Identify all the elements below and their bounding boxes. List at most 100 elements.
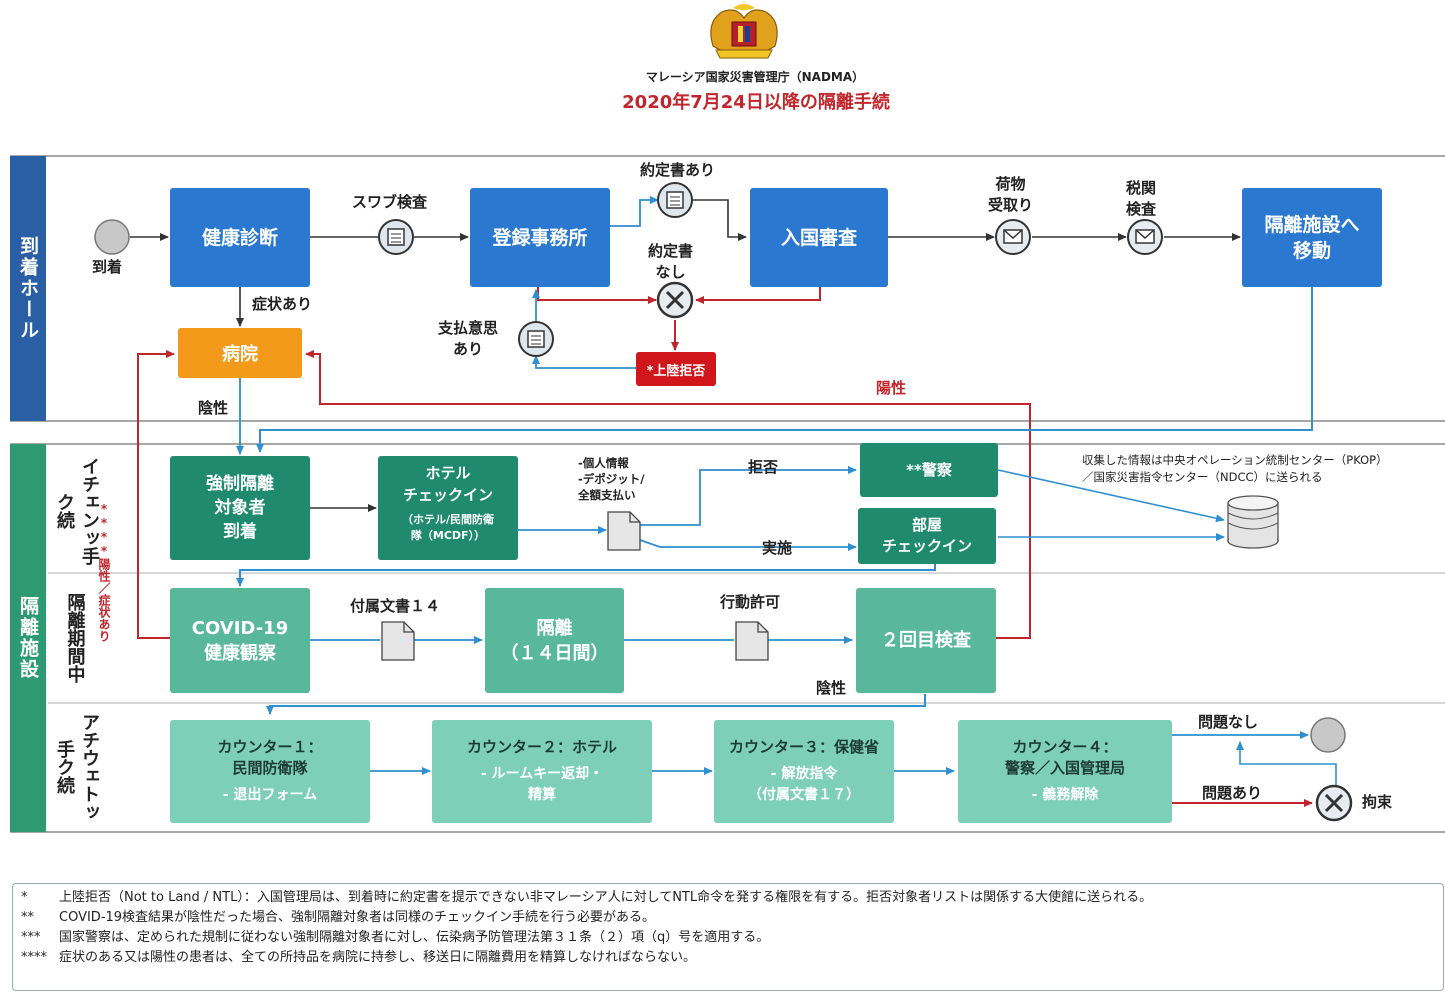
undertaking-event-icon: [657, 182, 693, 218]
hotel-checkin-box: ホテル チェックイン （ホテル/民間防衛 隊（MCDF））: [378, 456, 518, 560]
footnote-row: ** COVID-19検査結果が陰性だった場合、強制隔離対象者は同様のチェックイ…: [21, 908, 1435, 928]
footnote-row: * 上陸拒否（Not to Land / NTL）：入国管理局は、到着時に約定書…: [21, 888, 1435, 908]
room-checkin-box: 部屋 チェックイン: [858, 508, 996, 564]
no-undertaking-gateway-icon: [656, 281, 694, 319]
edge-move-checkin: [256, 287, 1313, 453]
counter1-sub: - 退出フォーム: [222, 787, 318, 803]
edge-doc-room: [639, 539, 857, 551]
footnote-row: *** 国家警察は、定められた規制に従わない強制隔離対象者に対し、伝染病予防管理…: [21, 928, 1435, 948]
move-to-facility-box: 隔離施設へ 移動: [1242, 188, 1382, 287]
edge-room-observation: [236, 564, 936, 587]
no-problem-label: 問題なし: [1198, 713, 1259, 731]
lane-quarantine-facility: 隔離施設: [10, 444, 46, 832]
edge-imm-nogate: [695, 287, 821, 304]
observation-box: COVID-19 健康観察: [170, 588, 310, 693]
footnote-text: 上陸拒否（Not to Land / NTL）：入国管理局は、到着時に約定書を提…: [59, 890, 1153, 905]
customs-mail-icon: [1127, 219, 1163, 255]
positive-label: 陽性: [876, 379, 907, 397]
swab-test-label: スワブ検査: [352, 193, 428, 211]
registration-label: 登録事務所: [492, 226, 588, 249]
room-checkin-label: 部屋 チェックイン: [881, 516, 972, 555]
movement-permit-label: 行動許可: [720, 593, 781, 611]
customs-label: 税関 検査: [1126, 179, 1157, 218]
not-to-land-label: *上陸拒否: [646, 363, 706, 379]
personal-info-document-icon: [607, 511, 641, 551]
info-note-label: 収集した情報は中央オペレーション統制センター（PKOP） ／国家災害指令センター…: [1082, 453, 1388, 484]
movement-permit-document-icon: [735, 621, 769, 661]
baggage-label: 荷物 受取り: [988, 175, 1034, 214]
counter4-sub: - 義務解除: [1031, 787, 1099, 803]
footnote-row: **** 症状のある又は陽性の患者は、全ての所持品を病院に持参し、移送日に隔離費…: [21, 948, 1435, 968]
second-test-label: ２回目検査: [881, 630, 971, 651]
sublane-checkin-label: イチェンッ手ク続: [54, 457, 100, 565]
sublane-checkout: アチウェトッ手ク続: [52, 708, 100, 833]
counter1-box: カウンター１： 民間防衛隊 - 退出フォーム: [170, 720, 370, 823]
hotel-checkin-sub: （ホテル/民間防衛 隊（MCDF））: [401, 513, 495, 542]
counter4-box: カウンター４： 警察／入国管理局 - 義務解除: [958, 720, 1172, 823]
refuse-label: 拒否: [748, 458, 779, 476]
sublane-checkin: イチェンッ手ク続: [52, 456, 100, 573]
edge-test-counter1: [266, 694, 926, 715]
annex14-document-icon: [381, 621, 415, 661]
end-event-circle: [1310, 717, 1346, 753]
footnote-mark: ****: [21, 950, 47, 965]
malaysia-coat-of-arms-logo: [710, 4, 778, 59]
health-check-box: 健康診断: [170, 188, 310, 287]
counter1-title: カウンター１： 民間防衛隊: [217, 738, 323, 777]
edge-reject-payment: [532, 355, 636, 369]
lane-arrival-hall-label: 到着ホール: [17, 236, 39, 341]
footnote-mark: ***: [21, 930, 41, 945]
counter2-title: カウンター２：ホテル: [466, 738, 617, 756]
immigration-label: 入国審査: [780, 226, 857, 249]
footnote-text: 国家警察は、定められた規制に従わない強制隔離対象者に対し、伝染病予防管理法第３１…: [59, 930, 770, 945]
annex14-label: 付属文書１４: [350, 597, 441, 615]
database-icon: [1227, 495, 1279, 549]
counter3-title: カウンター３：保健省: [728, 738, 879, 756]
counter3-box: カウンター３：保健省 - 解放指令 （付属文書１７）: [714, 720, 894, 823]
edge-positive-hospital: [305, 350, 1031, 639]
symptoms-label: 症状あり: [252, 295, 313, 313]
hospital-box: 病院: [178, 328, 302, 378]
agency-name: マレーシア国家災害管理庁（NADMA）: [645, 70, 865, 84]
arrival-start-label: 到着: [92, 258, 123, 276]
edge-registration-undertaking: [610, 196, 659, 227]
counter2-sub: - ルームキー返却・ 精算: [480, 766, 604, 803]
health-check-label: 健康診断: [201, 226, 278, 249]
start-event-circle: [94, 219, 130, 255]
move-to-facility-label: 隔離施設へ 移動: [1264, 213, 1360, 262]
page-title: 2020年7月24日以降の隔離手続: [622, 92, 890, 113]
quarantine-arrival-box: 強制隔離 対象者 到着: [170, 456, 310, 560]
registration-box: 登録事務所: [470, 188, 610, 287]
observation-label: COVID-19 健康観察: [191, 617, 289, 664]
sublane-period-label: 隔離期間中: [64, 593, 86, 683]
police-box: **警察: [860, 443, 998, 497]
without-undertaking-label: 約定書 なし: [648, 242, 694, 281]
not-to-land-box: *上陸拒否: [636, 352, 716, 386]
counter3-sub: - 解放指令 （付属文書１７）: [748, 766, 860, 803]
payment-event-icon: [518, 321, 554, 357]
footnote-mark: **: [21, 910, 34, 925]
edge-doc-police: [640, 466, 857, 526]
edge-observation-hospital: [137, 350, 175, 639]
quarantine-arrival-label: 強制隔離 対象者 到着: [206, 474, 274, 542]
sublane-checkout-label: アチウェトッ手ク続: [54, 713, 100, 821]
comply-label: 実施: [762, 539, 793, 557]
police-label: **警察: [906, 461, 952, 479]
with-undertaking-label: 約定書あり: [640, 161, 716, 179]
period-negative-label: 陰性: [816, 679, 847, 697]
isolation-box: 隔離 （１４日間）: [485, 588, 624, 693]
payment-intent-label: 支払意思 あり: [438, 319, 499, 358]
problem-label: 問題あり: [1202, 784, 1263, 802]
side-note-label: ****陽性／症状あり: [97, 502, 111, 642]
side-note-positive-symptoms: ****陽性／症状あり: [97, 446, 127, 642]
sublane-period: 隔離期間中: [60, 578, 90, 705]
edge-reg-nogate: [537, 287, 657, 304]
detention-cross-icon: [1315, 784, 1353, 822]
doc-items-label: -個人情報 -デポジット/ 全額支払い: [578, 456, 645, 502]
swab-event-icon: [378, 219, 414, 255]
footnote-text: 症状のある又は陽性の患者は、全ての所持品を病院に持参し、移送日に隔離費用を精算し…: [59, 950, 697, 965]
hospital-label: 病院: [222, 344, 258, 365]
second-test-box: ２回目検査: [856, 588, 996, 693]
